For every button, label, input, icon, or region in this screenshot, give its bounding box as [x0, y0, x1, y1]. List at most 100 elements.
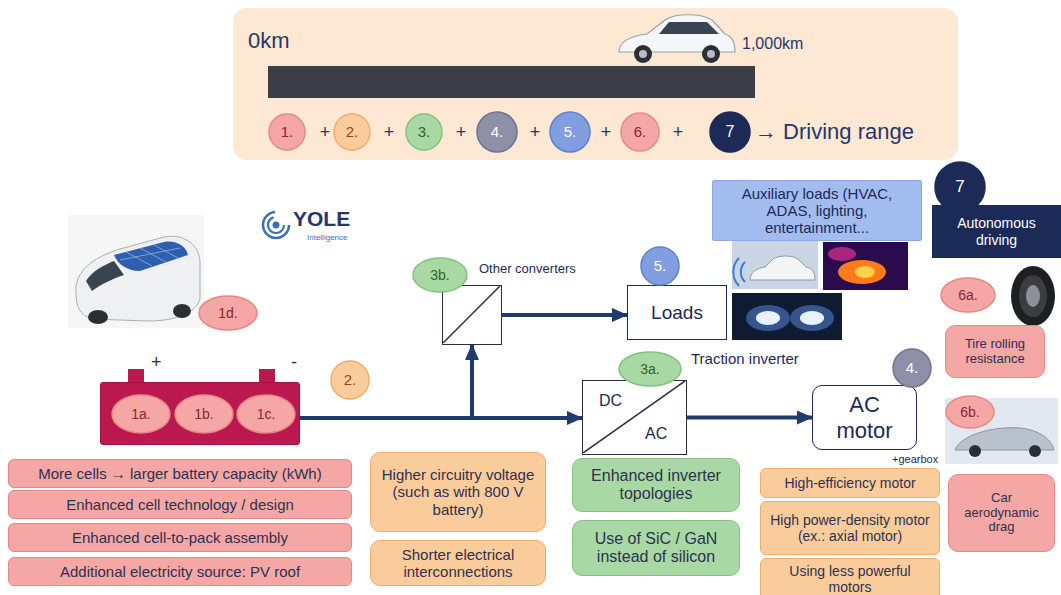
- box-text: Shorter electrical interconnections: [379, 546, 537, 581]
- text-slot: +gearbox: [892, 453, 938, 466]
- plus-sign: +: [673, 122, 684, 143]
- ellipse-shape: [621, 113, 659, 151]
- text-slot: -: [291, 352, 297, 373]
- text-slot: Auxiliary loads (HVAC, ADAS, lighting, e…: [721, 185, 913, 237]
- car-hub: [707, 50, 715, 58]
- text-slot: 3.: [405, 123, 443, 140]
- callout-number: 4.: [892, 359, 932, 376]
- info-box: Auxiliary loads (HVAC, ADAS, lighting, e…: [712, 180, 922, 241]
- heat-spot: [828, 247, 856, 261]
- photo-ground: [68, 215, 204, 328]
- callout-number: 1b.: [174, 406, 234, 422]
- callout-number: 5.: [640, 246, 680, 286]
- callout-number: 2.: [333, 123, 371, 140]
- rim: [1019, 275, 1047, 317]
- text-slot: Autonomous driving: [941, 215, 1052, 247]
- label-slot: +: [320, 122, 331, 143]
- text-slot: Other converters: [479, 262, 576, 277]
- node-heading: +gearbox: [892, 453, 938, 466]
- text-slot: 1a.: [111, 406, 171, 422]
- node-heading: DC: [599, 392, 622, 410]
- contributor-circle: 1.: [268, 113, 306, 151]
- text-slot: More cells → larger battery capacity (kW…: [17, 465, 343, 482]
- plus-sign: +: [601, 122, 612, 143]
- box-text: Enhanced cell technology / design: [17, 496, 343, 513]
- car-wheel: [1029, 445, 1041, 457]
- loads-box: Loads: [627, 285, 727, 340]
- car-body: [619, 15, 735, 52]
- box-text: Enhanced inverter topologies: [581, 467, 731, 504]
- improvement-box: Enhanced inverter topologies: [572, 458, 740, 512]
- text-slot: 1d.: [198, 305, 258, 321]
- text-slot: 1b.: [174, 406, 234, 422]
- logo-ring: [263, 212, 289, 238]
- ellipse-shape: [175, 395, 233, 433]
- node-heading: 1,000km: [742, 35, 803, 53]
- motor-box: AC motor+gearbox: [812, 385, 917, 450]
- box-text: Loads: [634, 302, 720, 324]
- power-connector: [300, 416, 582, 420]
- text-slot: 0km: [248, 28, 290, 53]
- callout-number: 1b.: [174, 394, 234, 434]
- callout-number: 6b.: [945, 404, 995, 420]
- callout-number: 1d.: [198, 305, 258, 321]
- radar-waves: [733, 258, 745, 286]
- box-text: Use of SiC / GaN instead of silicon: [581, 530, 731, 567]
- box-text: High power-density motor (ex.: axial mot…: [769, 512, 931, 544]
- logo-ring: [268, 217, 284, 233]
- callout-number: 6a.: [940, 277, 996, 313]
- photo-ground: [945, 398, 1058, 464]
- ellipse-shape: [413, 258, 467, 292]
- info-box: Autonomous driving: [932, 205, 1061, 258]
- ellipse-shape: [237, 395, 295, 433]
- callout-number: 3.: [405, 123, 443, 140]
- node-heading: AC: [645, 425, 667, 443]
- node-heading: Other converters: [479, 262, 576, 277]
- text-slot: 2.: [333, 123, 371, 140]
- battery-terminal: [128, 369, 144, 383]
- improvement-box: Use of SiC / GaN instead of silicon: [572, 520, 740, 576]
- aero-car-photo: [945, 398, 1058, 464]
- ellipse-shape: [641, 247, 679, 285]
- car-window: [659, 22, 719, 34]
- text-slot: Use of SiC / GaN instead of silicon: [581, 530, 731, 567]
- heat-spot: [855, 266, 875, 278]
- text-slot: 6.: [620, 123, 660, 140]
- ellipse-shape: [199, 296, 257, 330]
- callout-number: 3b.: [412, 257, 468, 293]
- contributor-circle: 4.: [476, 111, 518, 153]
- text-slot: 4.: [892, 359, 932, 376]
- converter-box: Other converters: [442, 285, 502, 345]
- ellipse-shape: [269, 114, 305, 150]
- power-connector: [502, 313, 627, 317]
- contributor-circle: 2.: [333, 113, 371, 151]
- box-text: Additional electricity source: PV roof: [17, 563, 343, 580]
- plus-sign: +: [456, 122, 467, 143]
- text-slot: Additional electricity source: PV roof: [17, 563, 343, 580]
- logo-mark: [263, 212, 289, 238]
- label-slot: YOLE: [293, 207, 350, 231]
- text-slot: 2.: [330, 371, 370, 388]
- callout-number: 3b.: [412, 267, 468, 283]
- text-slot: 5.: [640, 257, 680, 274]
- improvement-box: More cells → larger battery capacity (kW…: [8, 459, 352, 488]
- node-heading: → Driving range: [755, 119, 914, 144]
- ellipse-shape: [550, 112, 590, 152]
- tire: [1011, 266, 1055, 326]
- car-hub: [639, 50, 647, 58]
- callout-number: 7: [934, 161, 986, 213]
- text-slot: Enhanced cell-to-pack assembly: [17, 529, 343, 546]
- callout-number: 3a.: [618, 351, 682, 387]
- battery-pack: +-1a.1b.1c.: [100, 382, 300, 445]
- inverter-box: Traction inverterDCAC: [582, 380, 687, 455]
- contributor-circle: 5.: [549, 111, 591, 153]
- ellipse-shape: [477, 112, 517, 152]
- callout-number: 7: [934, 177, 986, 197]
- photo-ground: [732, 293, 842, 340]
- converter-symbol: [443, 286, 500, 343]
- box-text: More cells → larger battery capacity (kW…: [17, 465, 343, 482]
- callout-number: 6b.: [945, 395, 995, 429]
- car-window: [86, 261, 124, 291]
- improvement-box: Enhanced cell technology / design: [8, 490, 352, 519]
